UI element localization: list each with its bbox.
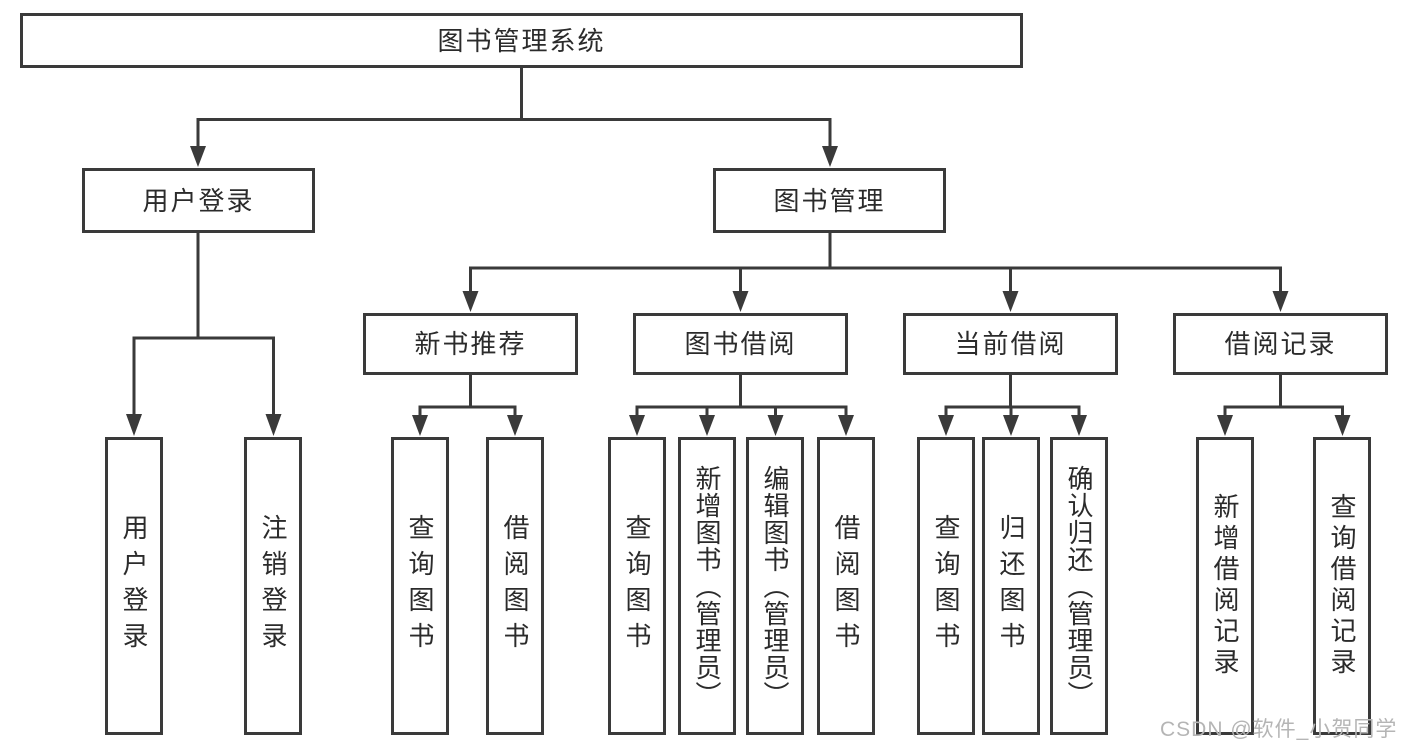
csdn-watermark: CSDN @软件_小贺同学 — [1160, 718, 1398, 741]
node-book-borrow: 图书借阅 — [633, 313, 848, 375]
leaf-borrow-query-books: 查询图书 — [608, 437, 666, 735]
leaf-borrow-borrow-books-label: 借阅图书 — [831, 514, 861, 658]
leaf-current-return-books-label: 归还图书 — [996, 514, 1026, 658]
node-root: 图书管理系统 — [20, 13, 1023, 68]
leaf-records-query-record: 查询借阅记录 — [1313, 437, 1371, 735]
leaf-current-return-books: 归还图书 — [982, 437, 1040, 735]
leaf-borrow-borrow-books: 借阅图书 — [817, 437, 875, 735]
leaf-records-query-record-label: 查询借阅记录 — [1327, 493, 1357, 679]
leaf-user-login: 用户登录 — [105, 437, 163, 735]
node-root-label: 图书管理系统 — [437, 25, 606, 56]
node-borrow-records-label: 借阅记录 — [1224, 329, 1337, 359]
leaf-borrow-edit-books-admin-label: 编辑图书（管理员） — [760, 464, 790, 708]
leaf-current-confirm-return-admin: 确认归还（管理员） — [1050, 437, 1108, 735]
node-user-login: 用户登录 — [82, 168, 315, 233]
leaf-logout-login-label: 注销登录 — [258, 514, 288, 658]
connector-strokes — [132, 68, 1344, 420]
leaf-newbooks-query-books: 查询图书 — [391, 437, 449, 735]
node-book-borrow-label: 图书借阅 — [684, 329, 797, 359]
leaf-current-query-books: 查询图书 — [917, 437, 975, 735]
node-user-login-label: 用户登录 — [142, 185, 255, 216]
leaf-current-confirm-return-admin-label: 确认归还（管理员） — [1064, 464, 1094, 708]
leaf-logout-login: 注销登录 — [244, 437, 302, 735]
node-book-management-label: 图书管理 — [773, 185, 886, 216]
leaf-newbooks-borrow-books-label: 借阅图书 — [500, 514, 530, 658]
leaf-user-login-label: 用户登录 — [119, 514, 149, 658]
leaf-borrow-add-books-admin: 新增图书（管理员） — [678, 437, 736, 735]
node-borrow-records: 借阅记录 — [1173, 313, 1388, 375]
node-new-book-recommend-label: 新书推荐 — [414, 329, 527, 359]
node-current-borrow-label: 当前借阅 — [954, 329, 1067, 359]
leaf-borrow-add-books-admin-label: 新增图书（管理员） — [692, 464, 722, 708]
leaf-newbooks-query-books-label: 查询图书 — [405, 514, 435, 658]
leaf-current-query-books-label: 查询图书 — [931, 514, 961, 658]
node-new-book-recommend: 新书推荐 — [363, 313, 578, 375]
connector-arrowheads — [126, 146, 1351, 436]
leaf-newbooks-borrow-books: 借阅图书 — [486, 437, 544, 735]
leaf-borrow-query-books-label: 查询图书 — [622, 514, 652, 658]
leaf-borrow-edit-books-admin: 编辑图书（管理员） — [746, 437, 804, 735]
node-current-borrow: 当前借阅 — [903, 313, 1118, 375]
leaf-records-add-record-label: 新增借阅记录 — [1210, 493, 1240, 679]
leaf-records-add-record: 新增借阅记录 — [1196, 437, 1254, 735]
node-book-management: 图书管理 — [713, 168, 946, 233]
